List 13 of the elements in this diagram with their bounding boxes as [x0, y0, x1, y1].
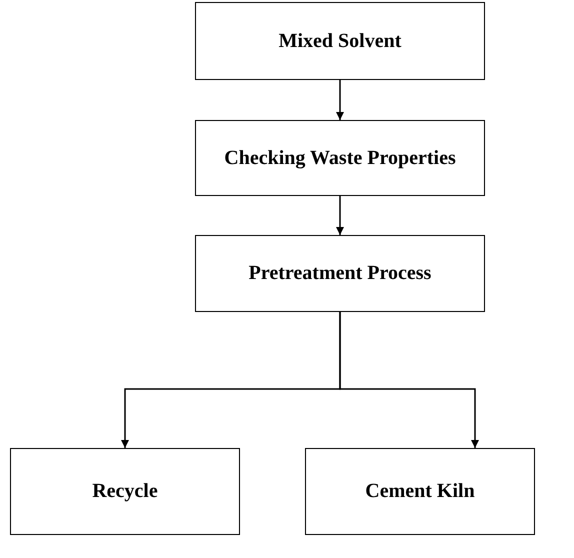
box-label: Pretreatment Process	[248, 262, 432, 285]
arrow	[336, 80, 344, 120]
box-label: Checking Waste Properties	[224, 146, 456, 170]
box-label: Recycle	[92, 480, 158, 503]
process-box	[305, 448, 535, 535]
arrow	[339, 312, 479, 448]
process-box	[10, 448, 240, 535]
arrow	[336, 196, 344, 235]
process-box	[195, 2, 485, 80]
box-label: Cement Kiln	[365, 480, 475, 503]
box-label: Mixed Solvent	[278, 30, 402, 52]
process-box	[195, 235, 485, 312]
process-box	[195, 120, 485, 196]
